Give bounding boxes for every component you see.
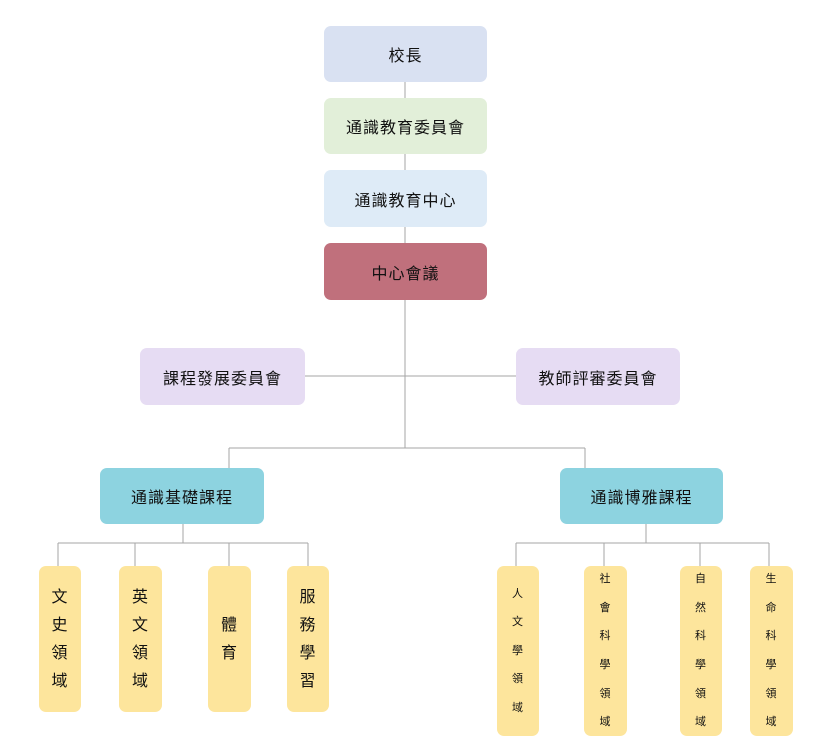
principal-label: 校長 <box>388 46 423 65</box>
ge-committee-box: 通識教育委員會 <box>324 98 487 154</box>
basic-courses-box: 通識基礎課程 <box>100 468 264 524</box>
basic-child-label: 文 史 領 域 <box>51 587 69 690</box>
broad-child-label: 社 會 科 學 領 域 <box>599 572 612 729</box>
broad-courses-label: 通識博雅課程 <box>590 488 693 507</box>
center-meeting-box: 中心會議 <box>324 243 487 300</box>
teacher-review-committee-box: 教師評審委員會 <box>516 348 680 405</box>
ge-committee-label: 通識教育委員會 <box>345 118 465 137</box>
basic-child-label: 體 育 <box>220 615 238 662</box>
basic-child-box: 英 文 領 域 <box>119 566 162 712</box>
broad-courses-box: 通識博雅課程 <box>560 468 723 524</box>
teacher-review-committee-label: 教師評審委員會 <box>538 368 658 388</box>
basic-child-label: 服 務 學 習 <box>299 587 317 690</box>
basic-child-label: 英 文 領 域 <box>131 587 149 690</box>
ge-center-label: 通識教育中心 <box>354 190 457 210</box>
broad-child-label: 生 命 科 學 領 域 <box>765 572 778 729</box>
broad-child-label: 人 文 學 領 域 <box>512 586 524 714</box>
curriculum-committee-box: 課程發展委員會 <box>140 348 305 405</box>
broad-child-box: 社 會 科 學 領 域 <box>584 566 627 736</box>
broad-child-box: 生 命 科 學 領 域 <box>750 566 793 736</box>
principal-box: 校長 <box>324 26 487 82</box>
curriculum-committee-label: 課程發展委員會 <box>162 368 282 388</box>
ge-center-box: 通識教育中心 <box>324 170 487 227</box>
basic-child-box: 服 務 學 習 <box>287 566 329 712</box>
broad-child-box: 人 文 學 領 域 <box>497 566 539 736</box>
broad-child-label: 自 然 科 學 領 域 <box>695 572 707 729</box>
basic-child-box: 體 育 <box>208 566 251 712</box>
basic-courses-label: 通識基礎課程 <box>130 488 233 507</box>
basic-child-box: 文 史 領 域 <box>39 566 81 712</box>
center-meeting-label: 中心會議 <box>371 263 440 283</box>
broad-child-box: 自 然 科 學 領 域 <box>680 566 722 736</box>
